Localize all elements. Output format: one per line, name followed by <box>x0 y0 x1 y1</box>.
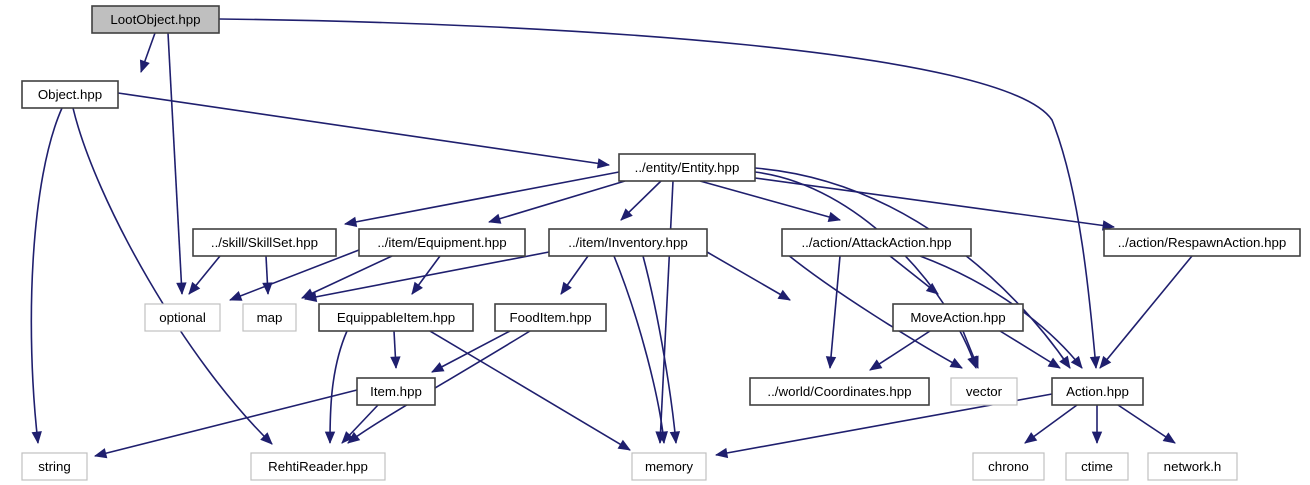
node-box-item[interactable] <box>356 377 436 406</box>
node-inventory[interactable]: ../item/Inventory.hpp <box>548 228 708 257</box>
edge-inventory-to-map <box>303 251 550 302</box>
node-moveaction[interactable]: MoveAction.hpp <box>892 303 1024 332</box>
edge-entity-to-inventory <box>620 180 662 221</box>
edge-action-to-chrono <box>1024 404 1078 444</box>
edge-lootobject-to-action <box>218 18 1101 370</box>
node-vector[interactable]: vector <box>950 377 1018 406</box>
node-box-moveaction[interactable] <box>892 303 1024 332</box>
edge-equippable-to-item <box>390 330 401 370</box>
edge-moveaction-to-action <box>999 330 1061 369</box>
node-ctime[interactable]: ctime <box>1065 452 1129 481</box>
edge-skillset-to-map <box>262 255 273 296</box>
edge-entity-to-equipment <box>488 180 626 224</box>
node-box-lootobject[interactable] <box>91 5 220 34</box>
edge-fooditem-to-item <box>431 330 511 373</box>
edge-attackaction-to-action <box>919 255 1083 369</box>
edge-lootobject-to-optional <box>167 32 187 296</box>
node-network[interactable]: network.h <box>1147 452 1238 481</box>
node-box-rehtireader[interactable] <box>250 452 386 481</box>
node-equippable[interactable]: EquippableItem.hpp <box>318 303 474 332</box>
edge-entity-to-action <box>754 167 1071 369</box>
node-box-optional[interactable] <box>144 303 221 332</box>
edge-inventory-to-coordinates <box>706 251 791 301</box>
edge-inventory-to-memory2 <box>642 255 681 445</box>
node-box-skillset[interactable] <box>192 228 337 257</box>
node-respawn[interactable]: ../action/RespawnAction.hpp <box>1103 228 1301 257</box>
node-chrono[interactable]: chrono <box>972 452 1045 481</box>
edge-equippable-to-rehtireader <box>324 330 348 445</box>
node-box-map[interactable] <box>242 303 297 332</box>
node-box-ctime[interactable] <box>1065 452 1129 481</box>
node-box-chrono[interactable] <box>972 452 1045 481</box>
node-action[interactable]: Action.hpp <box>1051 377 1144 406</box>
edge-moveaction-to-coordinates <box>869 330 931 371</box>
node-fooditem[interactable]: FoodItem.hpp <box>494 303 607 332</box>
node-coordinates[interactable]: ../world/Coordinates.hpp <box>749 377 930 406</box>
node-object[interactable]: Object.hpp <box>21 80 119 109</box>
edge-entity-to-vector <box>754 171 978 369</box>
edge-object-to-entity <box>117 92 611 169</box>
edge-item-to-string <box>93 389 358 459</box>
node-box-vector[interactable] <box>950 377 1018 406</box>
node-box-equippable[interactable] <box>318 303 474 332</box>
node-box-memory[interactable] <box>631 452 707 481</box>
node-box-fooditem[interactable] <box>494 303 607 332</box>
edge-equippable-to-memory <box>429 330 631 451</box>
node-optional[interactable]: optional <box>144 303 221 332</box>
node-attackaction[interactable]: ../action/AttackAction.hpp <box>781 228 972 257</box>
edge-attackaction-to-coordinates <box>825 255 841 370</box>
edge-respawn-to-action <box>1099 255 1193 369</box>
edge-lootobject-to-object <box>139 32 156 73</box>
edge-action-to-ctime <box>1091 405 1103 445</box>
node-lootobject[interactable]: LootObject.hpp <box>91 5 220 34</box>
node-skillset[interactable]: ../skill/SkillSet.hpp <box>192 228 337 257</box>
edge-moveaction-to-vector <box>962 330 979 369</box>
node-box-equipment[interactable] <box>358 228 526 257</box>
edge-entity-to-skillset <box>343 171 620 227</box>
edge-inventory-to-fooditem <box>560 255 589 295</box>
node-box-inventory[interactable] <box>548 228 708 257</box>
edge-entity-to-respawn <box>754 177 1116 231</box>
edge-attackaction-to-vector <box>781 249 963 369</box>
node-box-network[interactable] <box>1147 452 1238 481</box>
node-entity[interactable]: ../entity/Entity.hpp <box>618 153 756 182</box>
node-box-object[interactable] <box>21 80 119 109</box>
node-memory[interactable]: memory <box>631 452 707 481</box>
node-box-coordinates[interactable] <box>749 377 930 406</box>
node-equipment[interactable]: ../item/Equipment.hpp <box>358 228 526 257</box>
node-box-action[interactable] <box>1051 377 1144 406</box>
edge-inventory-to-memory <box>613 255 668 445</box>
node-string[interactable]: string <box>21 452 88 481</box>
node-box-string[interactable] <box>21 452 88 481</box>
edge-object-to-string <box>30 107 63 445</box>
edge-item-to-rehtireader <box>341 404 379 444</box>
edge-object-to-rehtireader <box>72 107 273 445</box>
node-rehtireader[interactable]: RehtiReader.hpp <box>250 452 386 481</box>
node-box-attackaction[interactable] <box>781 228 972 257</box>
edge-entity-to-attackaction <box>699 180 841 222</box>
node-box-respawn[interactable] <box>1103 228 1301 257</box>
edge-equipment-to-optional <box>229 249 360 301</box>
node-map[interactable]: map <box>242 303 297 332</box>
node-item[interactable]: Item.hpp <box>356 377 436 406</box>
edge-attackaction-to-moveaction <box>889 255 939 295</box>
edge-action-to-network <box>1117 404 1176 444</box>
edge-skillset-to-optional <box>188 255 221 295</box>
node-box-entity[interactable] <box>618 153 756 182</box>
